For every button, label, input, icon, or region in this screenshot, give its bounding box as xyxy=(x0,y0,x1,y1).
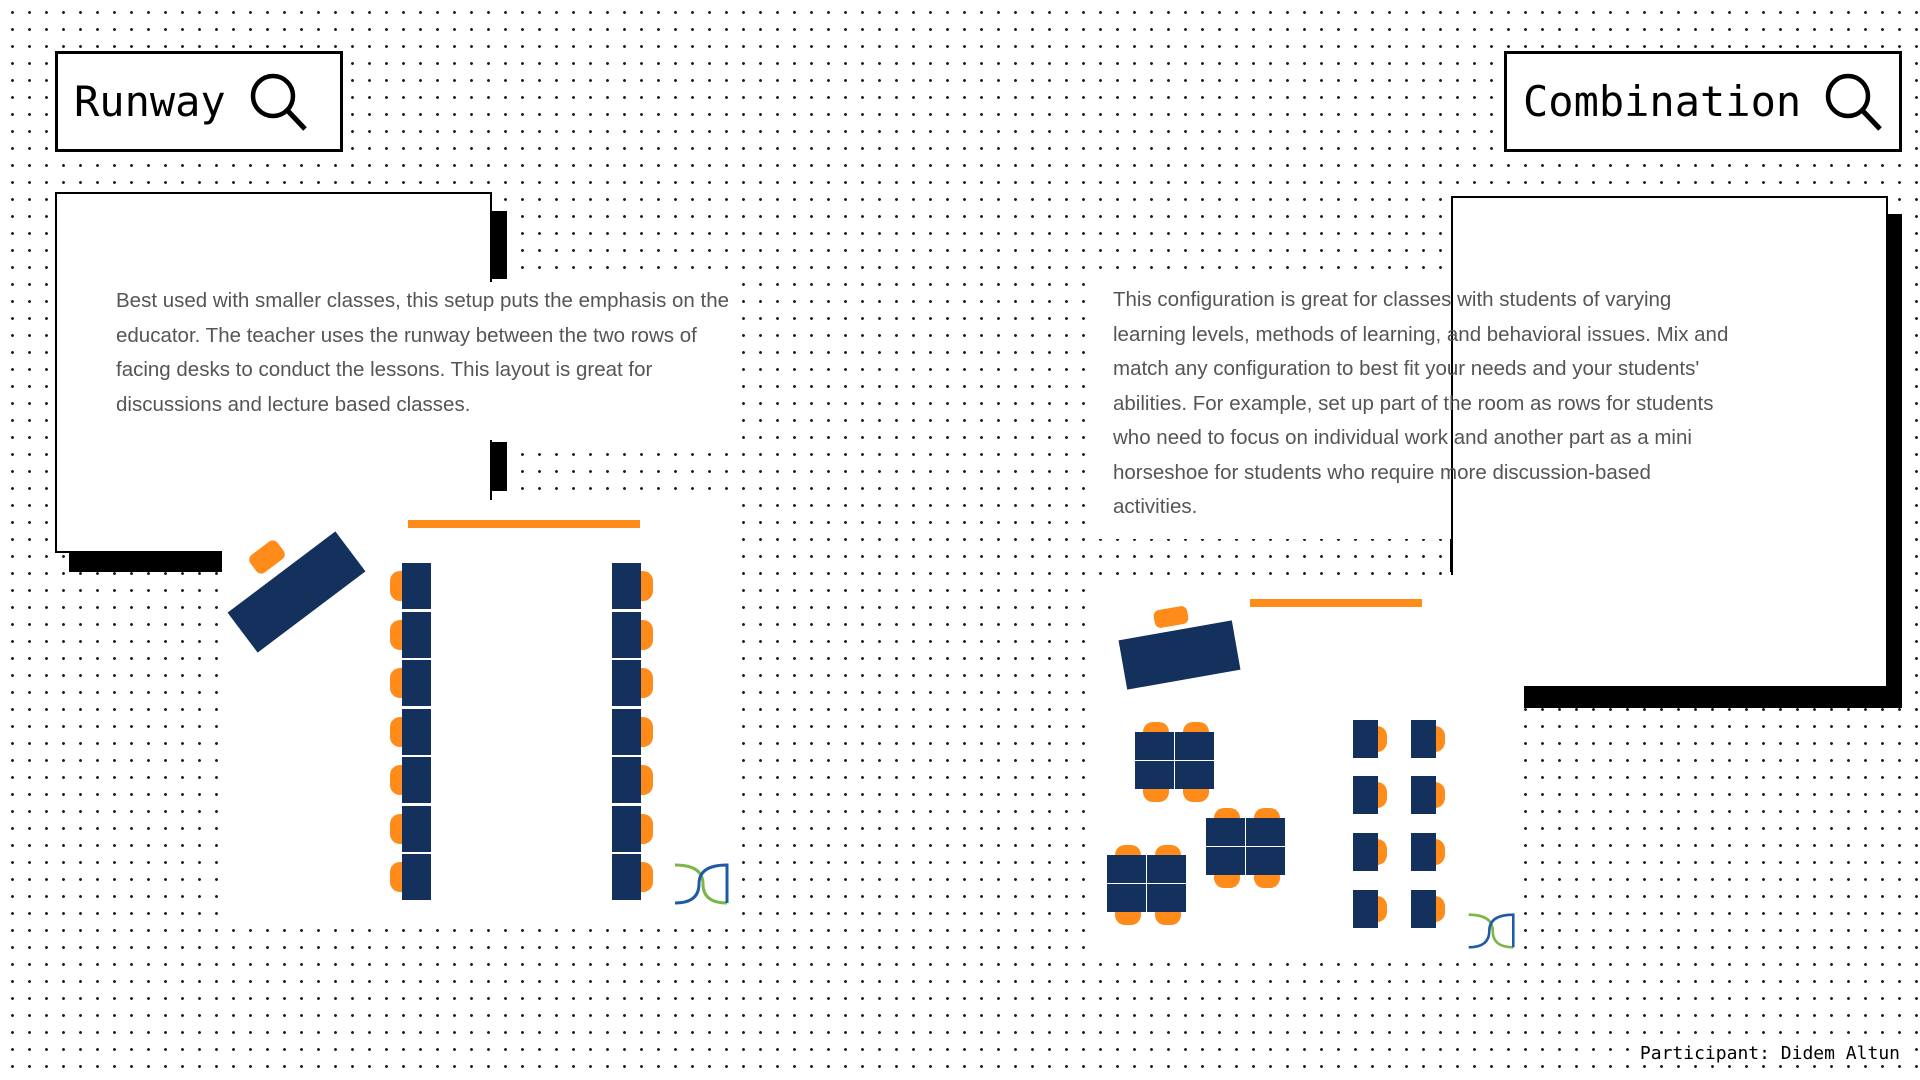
desk xyxy=(1175,732,1214,760)
runway-description: Best used with smaller classes, this set… xyxy=(116,289,730,416)
desk xyxy=(1135,761,1174,789)
desk xyxy=(612,854,641,900)
desk xyxy=(1206,818,1245,846)
desk xyxy=(402,757,431,803)
desk xyxy=(1175,761,1214,789)
desk xyxy=(1411,720,1436,758)
runway-title-box: Runway xyxy=(55,51,343,152)
desk xyxy=(402,563,431,609)
card-shadow xyxy=(1522,686,1902,708)
search-icon xyxy=(250,73,307,131)
text-panel xyxy=(1096,275,1451,539)
desk xyxy=(1107,884,1146,912)
desk xyxy=(1246,847,1285,875)
desk xyxy=(1107,855,1146,883)
whiteboard xyxy=(1250,599,1422,607)
combination-description: This configuration is great for classes … xyxy=(1113,288,1729,518)
participant-label: Participant: Didem Altun xyxy=(1637,1043,1902,1064)
whiteboard xyxy=(408,520,640,528)
desk xyxy=(1353,890,1378,928)
desk xyxy=(1135,732,1174,760)
card-shadow xyxy=(1886,214,1902,708)
desk xyxy=(612,708,641,755)
desk xyxy=(1147,855,1186,883)
desk xyxy=(402,660,431,706)
card-shadow xyxy=(490,211,507,279)
desk xyxy=(402,854,431,900)
desk xyxy=(1411,833,1436,871)
desk xyxy=(612,805,641,852)
runway-title: Runway xyxy=(74,77,226,126)
combination-title: Combination xyxy=(1523,77,1802,126)
desk xyxy=(1411,890,1436,928)
desk xyxy=(1206,847,1245,875)
desk xyxy=(612,563,641,609)
desk xyxy=(402,805,431,852)
desk xyxy=(1353,776,1378,814)
divider-line xyxy=(1450,539,1453,572)
desk xyxy=(1353,833,1378,871)
desk xyxy=(1353,720,1378,758)
desk xyxy=(612,660,641,706)
desk xyxy=(1147,884,1186,912)
desk xyxy=(402,708,431,755)
logo xyxy=(1468,913,1515,949)
desk xyxy=(1411,776,1436,814)
combination-title-box: Combination xyxy=(1504,51,1902,152)
desk xyxy=(402,611,431,658)
desk xyxy=(1246,818,1285,846)
text-panel xyxy=(100,282,735,440)
logo xyxy=(674,863,729,905)
desk xyxy=(612,757,641,803)
search-icon xyxy=(1825,73,1882,131)
card-shadow xyxy=(490,442,507,491)
card-shadow xyxy=(69,552,229,572)
desk xyxy=(612,611,641,658)
